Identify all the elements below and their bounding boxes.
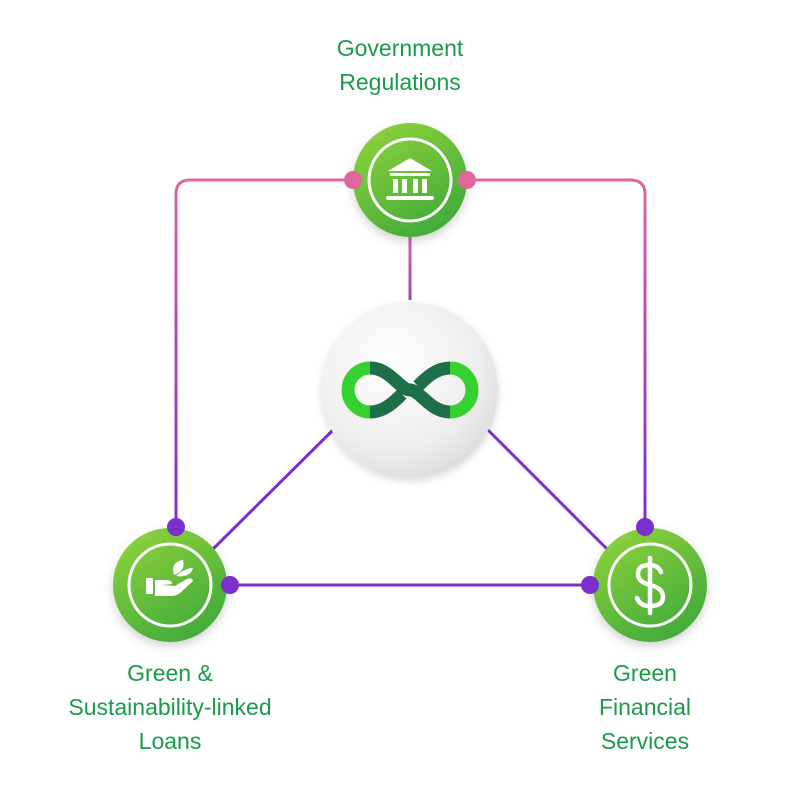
dollar-icon	[634, 555, 666, 616]
connector-dot	[344, 171, 362, 189]
connector-center-right	[486, 428, 610, 552]
connector-dot	[221, 576, 239, 594]
node-label-green-financial-services: Green Financial Services	[598, 660, 692, 754]
node-green-loans	[113, 528, 227, 642]
node-green-financial-services	[593, 528, 707, 642]
connector-dot	[636, 518, 654, 536]
connector-dot	[167, 518, 185, 536]
node-label-green-loans: Green & Sustainability-linked Loans	[68, 660, 272, 754]
node-label-government-regulations: Government Regulations	[336, 35, 464, 95]
connector-dot	[581, 576, 599, 594]
connector-center-left	[210, 428, 335, 552]
center-node	[322, 302, 498, 478]
connector-dot	[458, 171, 476, 189]
connector-top-left	[174, 178, 355, 527]
node-government-regulations	[353, 123, 467, 237]
bank-icon	[386, 158, 434, 200]
hand-leaf-icon	[146, 560, 193, 596]
connector-top-right	[465, 178, 647, 527]
infinity-logo-icon	[341, 361, 479, 419]
